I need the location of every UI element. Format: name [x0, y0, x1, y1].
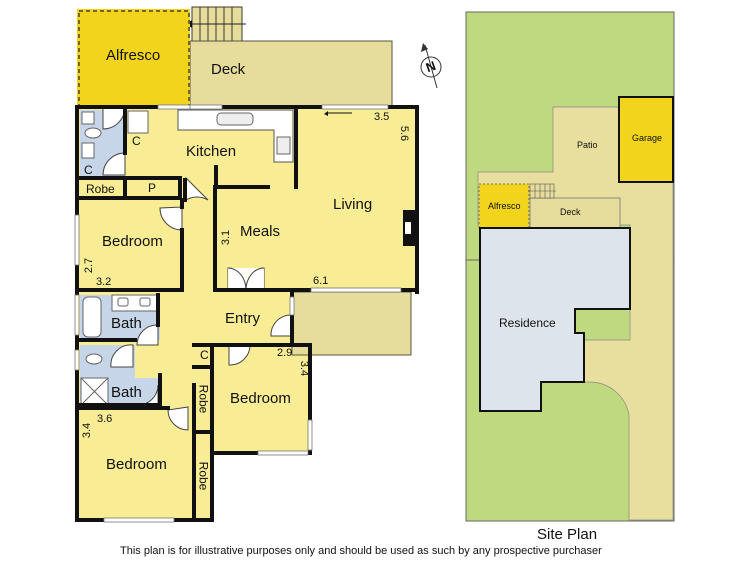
deck-area — [189, 40, 393, 108]
room-label-entry: Entry — [225, 310, 261, 327]
room-label-alfresco: Alfresco — [106, 47, 161, 64]
site-residence — [479, 227, 631, 412]
room-label-living: Living — [333, 196, 373, 213]
room-label-bedroom-3: Bedroom — [106, 456, 167, 473]
site-plan-drawing — [465, 11, 675, 522]
room-label-pantry: P — [148, 181, 157, 195]
shower-icon — [80, 377, 109, 406]
disclaimer-text: This plan is for illustrative purposes o… — [120, 545, 602, 557]
site-label-patio: Patio — [577, 140, 598, 150]
stairs-icon — [186, 6, 246, 42]
dimension-bedroom-3-width: 3.6 — [97, 413, 113, 425]
dimension-bedroom-1-depth: 2.7 — [83, 257, 96, 274]
dimension-meals-depth: 3.1 — [220, 229, 233, 246]
alfresco-area — [77, 9, 190, 107]
room-label-bath-1: Bath — [111, 315, 142, 332]
dimension-bedroom-2-depth: 3.4 — [298, 360, 311, 377]
site-label-garage: Garage — [632, 133, 663, 143]
room-label-meals: Meals — [240, 223, 281, 240]
site-plan-title: Site Plan — [537, 526, 598, 543]
bathtub-icon — [82, 296, 102, 338]
dimension-bedroom-2-width: 2.9 — [277, 347, 293, 359]
toilet-icon — [85, 353, 103, 365]
site-label-residence: Residence — [499, 316, 556, 330]
room-label-cupboard-1: C — [132, 134, 141, 148]
room-label-deck: Deck — [211, 61, 246, 78]
site-garage — [618, 96, 674, 183]
room-label-robe-1: Robe — [86, 182, 115, 196]
site-label-deck: Deck — [560, 207, 581, 217]
dimension-bedroom-3-depth: 3.4 — [81, 422, 94, 439]
room-label-cupboard-3: C — [200, 348, 209, 362]
room-label-bath-2: Bath — [111, 384, 142, 401]
north-compass-icon — [420, 43, 442, 89]
dimension-bedroom-1-width: 3.2 — [96, 276, 112, 288]
room-label-kitchen: Kitchen — [186, 143, 237, 160]
room-label-cupboard-2: C — [84, 163, 93, 177]
dimension-living-width: 3.5 — [374, 111, 390, 123]
site-label-alfresco: Alfresco — [488, 201, 521, 211]
dimension-living-depth: 5.6 — [398, 125, 411, 142]
room-label-bedroom-2: Bedroom — [230, 390, 291, 407]
cooktop-icon — [276, 136, 291, 155]
sink-icon — [216, 112, 254, 126]
room-label-bedroom-1: Bedroom — [102, 233, 163, 250]
dimension-living-meals-length: 6.1 — [313, 275, 329, 287]
room-label-robe-2: Robe — [196, 384, 211, 414]
room-label-robe-3: Robe — [196, 461, 211, 491]
